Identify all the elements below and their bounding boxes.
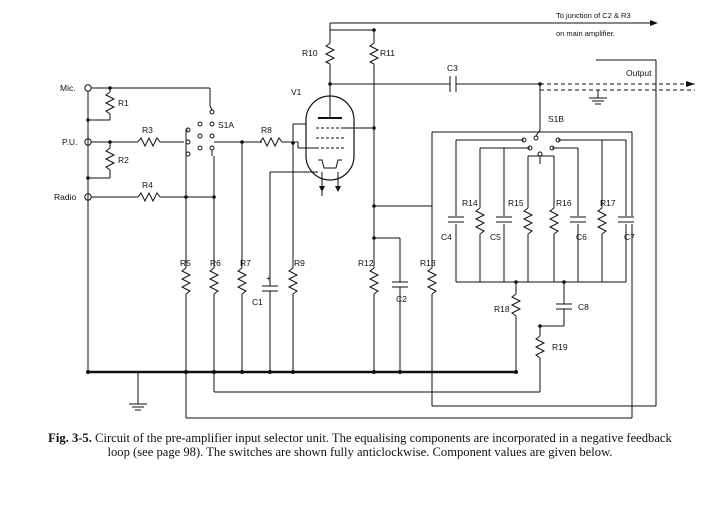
caption-text: Circuit of the pre-amplifier input selec… [95,431,672,459]
resistor-r13 [374,205,438,400]
c1-label: C1 [252,297,263,307]
r3-label: R3 [142,125,153,135]
c4-label: C4 [441,232,452,242]
resistor-r8 [242,136,299,148]
resistor-r16 [548,207,560,235]
r9-label: R9 [294,258,305,268]
resistor-r14 [474,207,486,235]
switch-s1a [185,105,262,157]
capacitor-c5 [496,216,512,224]
c3-label: C3 [447,63,458,73]
s1a-label: S1A [218,120,234,130]
resistor-r18 [510,282,522,372]
capacitor-c8 [540,282,572,327]
capacitor-c3 [449,76,540,92]
r1-label: R1 [118,98,129,108]
c1-plus: + [266,273,271,283]
resistor-r4 [91,191,214,203]
resistor-r3 [91,136,184,148]
radio-label: Radio [54,192,76,202]
mic-input-terminal [84,84,92,92]
capacitor-c4 [448,216,464,224]
r16-label: R16 [556,198,572,208]
switch-s1b [431,129,632,206]
c7-label: C7 [624,232,635,242]
capacitor-c1 [262,285,278,372]
circuit-diagram: To junction of C2 & R3 on main amplifier… [54,11,695,419]
r15-label: R15 [508,198,524,208]
feedback-output-line [329,20,658,40]
r17-label: R17 [600,198,616,208]
r18-label: R18 [494,304,510,314]
v1-label: V1 [291,87,302,97]
r19-label: R19 [552,342,568,352]
r10-label: R10 [302,48,318,58]
resistor-r5 [180,267,192,372]
pu-label: P.U. [62,137,77,147]
capacitor-c6 [570,216,586,224]
r2-label: R2 [118,155,129,165]
resistor-r6 [208,267,220,372]
output-label: Output [626,68,652,78]
top-note-line2: on main amplifier. [556,29,615,38]
resistor-r7 [236,267,248,372]
top-note-line1: To junction of C2 & R3 [556,11,631,20]
r7-label: R7 [240,258,251,268]
valve-v1 [292,84,374,192]
capacitor-c7 [618,216,634,224]
resistor-r2 [88,142,116,179]
c6-label: C6 [576,232,587,242]
r4-label: R4 [142,180,153,190]
resistor-r19 [534,326,546,392]
r13-label: R13 [420,258,436,268]
r14-label: R14 [462,198,478,208]
resistor-r10 [324,40,336,84]
resistor-r17 [596,207,608,235]
ground-icon [128,403,148,411]
c8-label: C8 [578,302,589,312]
r11-label: R11 [380,48,395,58]
figure-caption: Fig. 3-5. Circuit of the pre-amplifier i… [40,431,680,459]
mic-label: Mic. [60,83,76,93]
output-ground-icon [588,97,608,105]
resistor-r12 [368,130,380,372]
r5-label: R5 [180,258,191,268]
r12-label: R12 [358,258,374,268]
caption-figure-number: Fig. 3-5. [48,431,92,445]
c2-label: C2 [396,294,407,304]
capacitor-c2 [374,237,408,372]
resistor-r1 [88,88,116,121]
resistor-r9 [287,143,299,372]
resistor-r11 [368,30,380,130]
c5-label: C5 [490,232,501,242]
r8-label: R8 [261,125,272,135]
r6-label: R6 [210,258,221,268]
resistor-r15 [522,207,534,235]
s1b-label: S1B [548,114,564,124]
